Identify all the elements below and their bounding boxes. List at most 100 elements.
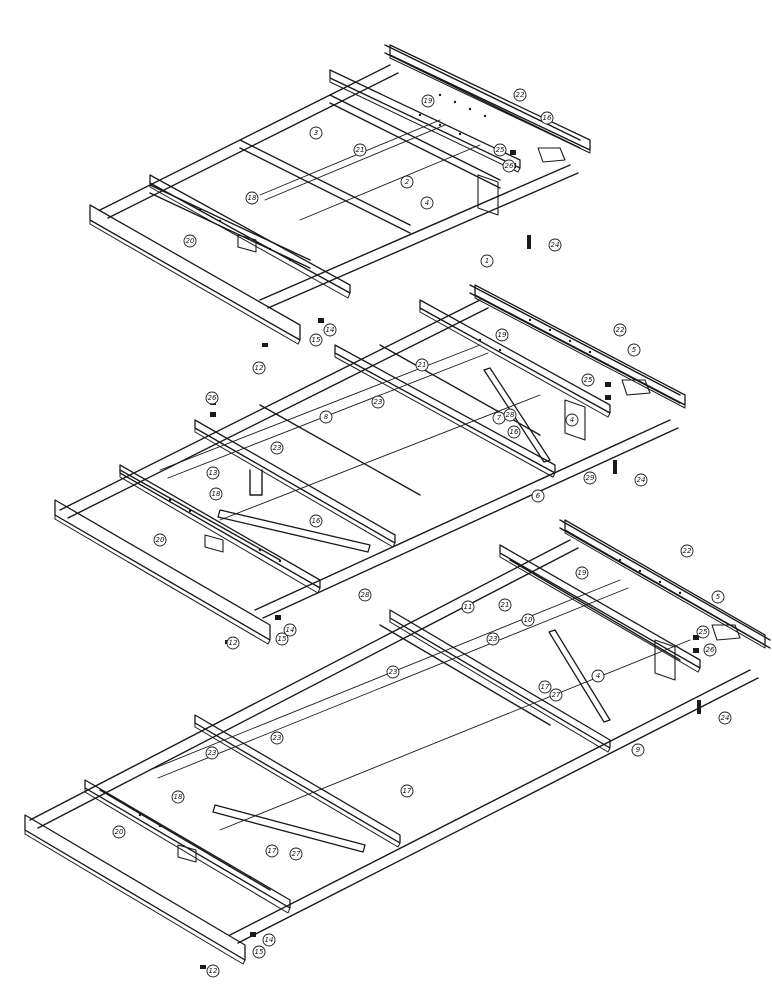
hole bbox=[478, 338, 482, 342]
callout-circle bbox=[309, 126, 323, 140]
frame2-callout-15: 29 bbox=[583, 471, 597, 485]
callout-circle bbox=[400, 784, 414, 798]
hole bbox=[498, 348, 502, 352]
callout-label: 23 bbox=[208, 749, 217, 757]
frame2-callout-10: 4 bbox=[565, 413, 579, 427]
callout-circle bbox=[703, 643, 717, 657]
frame2-callout-14: 18 bbox=[209, 487, 223, 501]
callout-label: 23 bbox=[489, 635, 498, 643]
frame-3-bolt-25 bbox=[693, 635, 699, 640]
frame1-callout-0: 22 bbox=[513, 88, 527, 102]
callout-label: 21 bbox=[418, 361, 427, 369]
callout-circle bbox=[627, 343, 641, 357]
frame1-callout-7: 2 bbox=[400, 175, 414, 189]
callout-label: 7 bbox=[497, 414, 502, 422]
frame3-callout-6: 25 bbox=[696, 625, 710, 639]
frame-3-rail bbox=[237, 677, 759, 944]
callout-circle bbox=[521, 613, 535, 627]
frame3-callout-24: 12 bbox=[206, 964, 220, 978]
callout-circle bbox=[513, 88, 527, 102]
callout-circle bbox=[265, 844, 279, 858]
hole bbox=[158, 824, 162, 828]
frame-3-cross bbox=[157, 587, 629, 779]
callout-circle bbox=[275, 632, 289, 646]
callout-circle bbox=[581, 373, 595, 387]
frame2-callout-12: 23 bbox=[270, 441, 284, 455]
callout-label: 1 bbox=[485, 257, 489, 265]
frame-1-angle-19-shadow bbox=[329, 77, 521, 173]
frame-3-angle-23-shadow bbox=[389, 617, 611, 753]
frame-2-cross bbox=[259, 404, 421, 496]
frame-1 bbox=[89, 44, 591, 347]
callout-label: 17 bbox=[268, 847, 277, 855]
callouts: 2219321162526241820124141512221921525238… bbox=[112, 88, 732, 978]
frame-2-cross bbox=[219, 394, 541, 521]
frame-3-channel-20 bbox=[24, 814, 246, 961]
callout-label: 20 bbox=[186, 237, 195, 245]
hole bbox=[268, 247, 272, 251]
callout-circle bbox=[205, 391, 219, 405]
frame3-callout-0: 22 bbox=[680, 544, 694, 558]
callout-label: 11 bbox=[464, 603, 473, 611]
callout-label: 20 bbox=[156, 536, 165, 544]
callout-label: 25 bbox=[496, 146, 505, 154]
frame3-callout-11: 17 bbox=[538, 680, 552, 694]
frame2-callout-18: 16 bbox=[309, 514, 323, 528]
callout-label: 10 bbox=[524, 616, 533, 624]
frame1-callout-3: 21 bbox=[353, 143, 367, 157]
frame3-callout-20: 27 bbox=[289, 847, 303, 861]
callout-label: 18 bbox=[248, 194, 257, 202]
frame-1-channel-22-shadow bbox=[389, 54, 591, 154]
callout-circle bbox=[531, 489, 545, 503]
hole bbox=[288, 258, 292, 262]
frame2-callout-7: 26 bbox=[205, 391, 219, 405]
frame2-callout-19: 20 bbox=[153, 533, 167, 547]
frame-1-rail bbox=[384, 44, 581, 141]
hole bbox=[568, 339, 572, 343]
callout-label: 16 bbox=[510, 428, 519, 436]
frame-1-rail bbox=[267, 172, 579, 309]
hole bbox=[678, 591, 682, 595]
callout-circle bbox=[171, 790, 185, 804]
frame-2-plate-4 bbox=[564, 399, 586, 441]
frame3-callout-4: 21 bbox=[498, 598, 512, 612]
frame-2-ubolt-13 bbox=[249, 469, 263, 496]
callout-label: 5 bbox=[716, 593, 721, 601]
callout-label: 4 bbox=[425, 199, 429, 207]
callout-label: 19 bbox=[424, 97, 433, 105]
frame-3-angle-18-shadow bbox=[84, 787, 291, 914]
callout-circle bbox=[153, 533, 167, 547]
callout-label: 26 bbox=[706, 646, 715, 654]
callout-label: 6 bbox=[536, 492, 541, 500]
frame2-callout-2: 21 bbox=[415, 358, 429, 372]
callout-circle bbox=[498, 598, 512, 612]
frame-3-rail bbox=[559, 519, 771, 641]
callout-circle bbox=[226, 636, 240, 650]
frame-2-rail bbox=[254, 419, 671, 611]
hole bbox=[138, 813, 142, 817]
callout-label: 18 bbox=[174, 793, 183, 801]
callout-label: 20 bbox=[115, 828, 124, 836]
frame-1-cross bbox=[264, 124, 446, 201]
frame3-callout-19: 17 bbox=[265, 844, 279, 858]
callout-circle bbox=[540, 111, 554, 125]
callout-label: 2 bbox=[405, 178, 410, 186]
frame-3-cross bbox=[149, 579, 621, 771]
frame-3-rail bbox=[29, 539, 571, 821]
hole bbox=[658, 580, 662, 584]
frame-3-brace-27 bbox=[212, 804, 366, 853]
frame-2-cross bbox=[159, 344, 481, 471]
callout-label: 5 bbox=[632, 346, 637, 354]
frame-2-channel-22 bbox=[474, 284, 686, 406]
callout-label: 13 bbox=[209, 469, 218, 477]
frame-2-nut-26 bbox=[605, 395, 611, 400]
frame-3-bolt-14 bbox=[250, 932, 256, 937]
frame1-callout-5: 25 bbox=[493, 143, 507, 157]
callout-label: 15 bbox=[255, 948, 264, 956]
callout-label: 24 bbox=[551, 241, 560, 249]
callout-circle bbox=[252, 361, 266, 375]
hole bbox=[258, 548, 262, 552]
callout-circle bbox=[358, 588, 372, 602]
callout-label: 29 bbox=[586, 474, 595, 482]
frame-3-angle-19-shadow bbox=[499, 552, 701, 673]
